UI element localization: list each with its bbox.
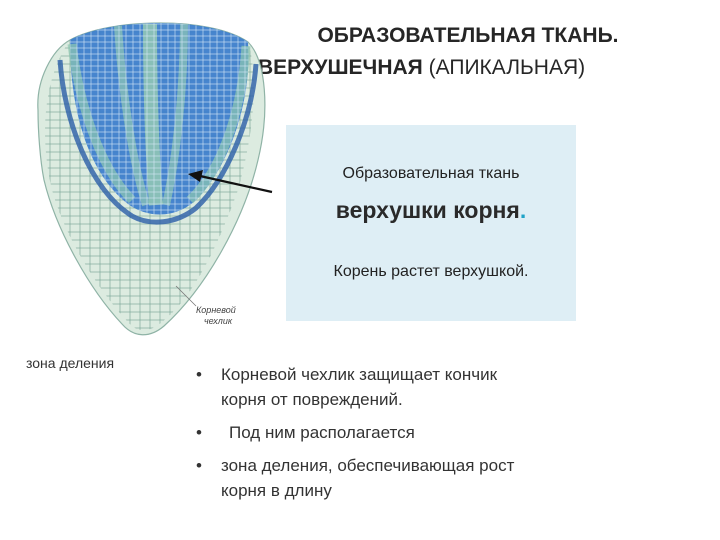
- bullet-text-line: Корневой чехлик защищает кончик: [221, 365, 498, 384]
- bullet-marker: •: [196, 365, 202, 384]
- pointer-arrowhead: [188, 170, 203, 182]
- bullet-text-line: Под ним располагается: [229, 423, 415, 442]
- bullet-text-line: зона деления, обеспечивающая рост: [221, 456, 515, 475]
- bullet-item: • Корневой чехлик защищает кончик корня …: [196, 362, 696, 412]
- root-cap-leader: [175, 285, 197, 307]
- info-line-2-dot: .: [519, 197, 527, 223]
- info-line-1: Образовательная ткань: [342, 165, 520, 182]
- info-line-2: верхушки корня.: [286, 197, 576, 224]
- bullet-item: • зона деления, обеспечивающая рост корн…: [196, 453, 696, 503]
- bullet-text-line: корня от повреждений.: [221, 390, 403, 409]
- info-line-3: Корень растет верхушкой.: [333, 263, 529, 280]
- title-line-2-main: ВЕРХУШЕЧНАЯ: [258, 56, 423, 79]
- bullet-marker: •: [196, 456, 202, 475]
- bullet-marker: •: [196, 423, 202, 442]
- title-line-1: ОБРАЗОВАТЕЛЬНАЯ ТКАНЬ.: [317, 24, 619, 47]
- slide-title: ОБРАЗОВАТЕЛЬНАЯ ТКАНЬ. ВЕРХУШЕЧНАЯ (АПИК…: [258, 20, 708, 84]
- pointer-arrow: [199, 174, 273, 194]
- root-cap-label-line2: чехлик: [204, 316, 233, 326]
- bullet-text-line: корня в длину: [221, 481, 332, 500]
- info-line-2-text: верхушки корня: [335, 197, 520, 223]
- bullet-list: • Корневой чехлик защищает кончик корня …: [196, 362, 696, 511]
- bullet-item: • Под ним располагается: [196, 420, 696, 445]
- zone-label: зона деления: [26, 355, 115, 371]
- root-cap-label-line1: Корневой: [196, 305, 236, 315]
- info-box: Образовательная ткань верхушки корня. Ко…: [286, 125, 576, 321]
- title-line-2-paren: (АПИКАЛЬНАЯ): [428, 56, 586, 79]
- title-line-2: ВЕРХУШЕЧНАЯ (АПИКАЛЬНАЯ): [258, 52, 708, 84]
